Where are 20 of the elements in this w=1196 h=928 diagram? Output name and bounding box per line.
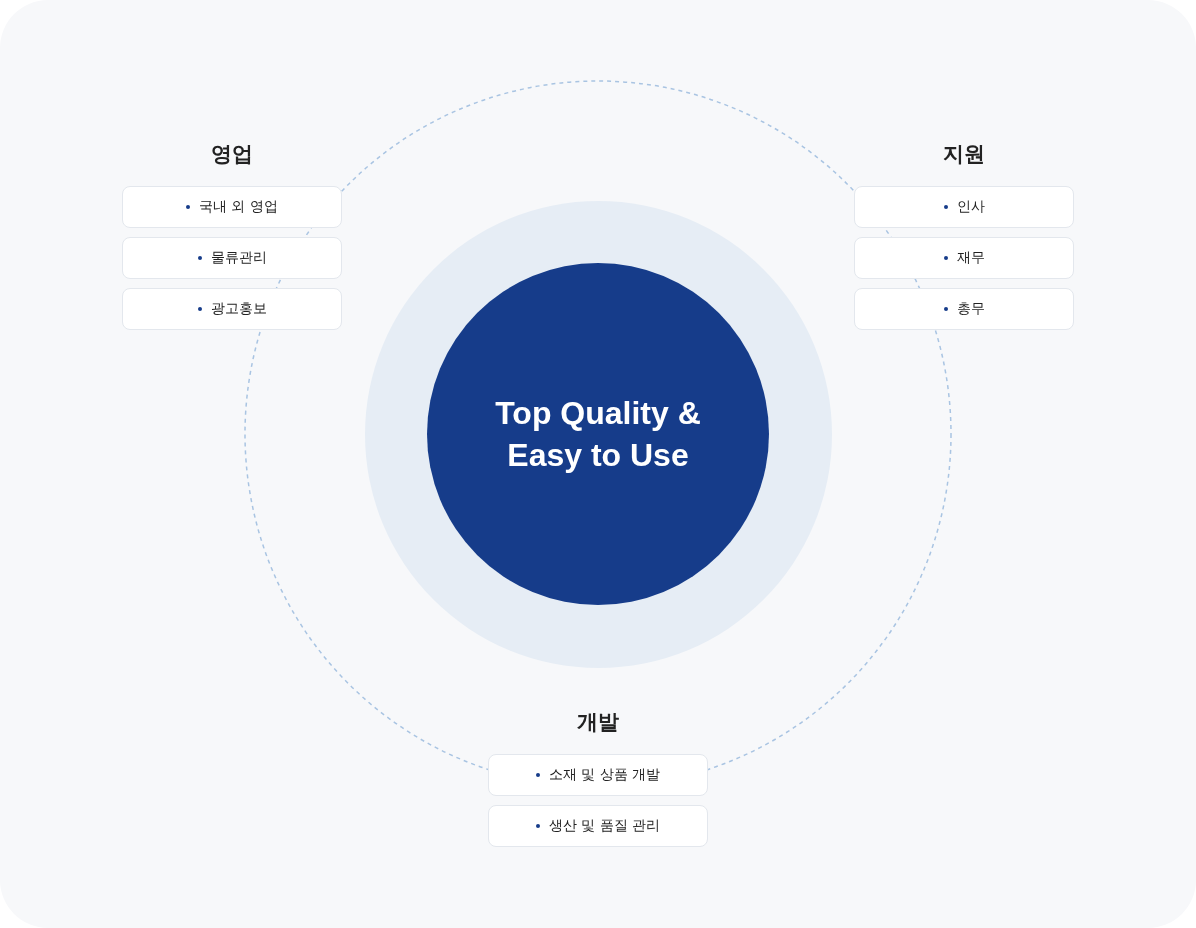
- item-text: 소재 및 상품 개발: [548, 766, 661, 784]
- item-card: [854, 186, 1074, 228]
- group-heading: 영업: [210, 141, 254, 168]
- item-text: 인사: [956, 198, 985, 216]
- item-text: 총무: [956, 300, 985, 318]
- group-heading: 개발: [576, 709, 620, 736]
- item-card: [854, 237, 1074, 279]
- item-card: [122, 186, 342, 228]
- item-card: [854, 288, 1074, 330]
- item-text: 물류관리: [210, 249, 267, 267]
- item-card: [122, 237, 342, 279]
- center-title: Top Quality & Easy to Use: [494, 394, 702, 475]
- item-card: [488, 754, 708, 796]
- item-text: 재무: [956, 249, 985, 267]
- item-text: 생산 및 품질 관리: [548, 817, 661, 835]
- item-text: 국내 외 영업: [199, 198, 278, 216]
- item-card: [122, 288, 342, 330]
- item-text: 광고홍보: [210, 300, 267, 318]
- item-card: [488, 805, 708, 847]
- group-heading: 지원: [942, 141, 986, 168]
